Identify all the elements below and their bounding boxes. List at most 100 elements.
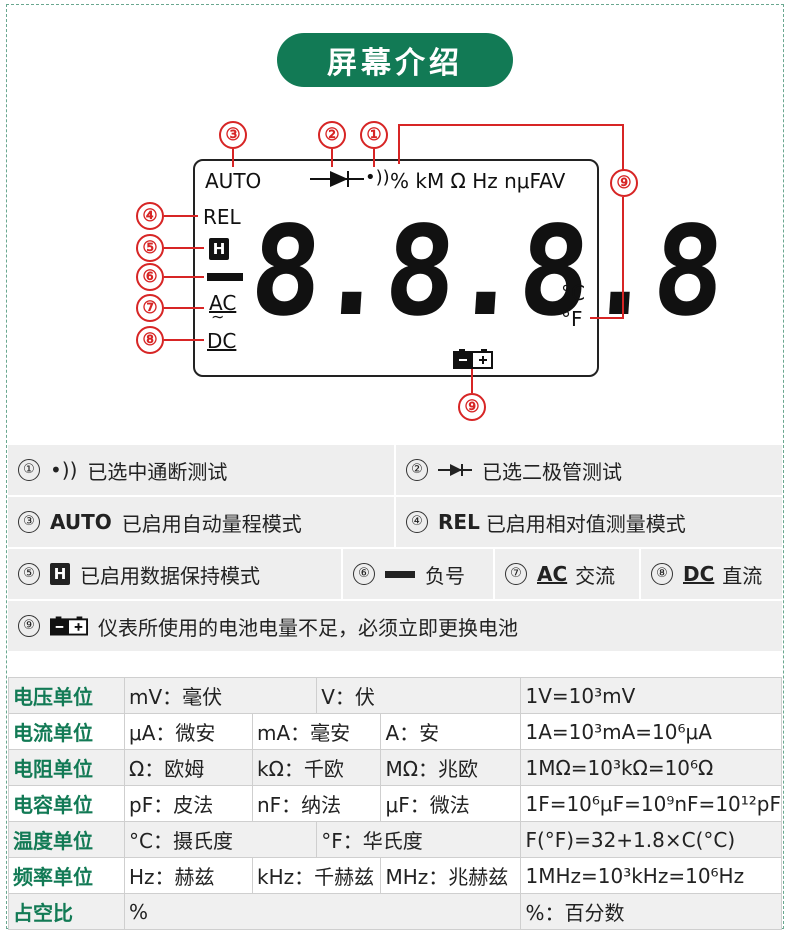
unit-cell: Ω：欧姆 <box>124 749 253 786</box>
legend-row: ⑨ 仪表所使用的电池电量不足，必须立即更换电池 <box>8 601 782 651</box>
minus-bar-icon <box>385 570 415 578</box>
unit-formula: 1MHz=10³kHz=10⁶Hz <box>520 857 782 894</box>
unit-cell: pF：皮法 <box>124 785 253 822</box>
callout-1: ① <box>360 121 388 149</box>
legend-number: ⑧ <box>651 563 673 585</box>
lcd-celsius: °C <box>561 281 585 305</box>
legend-row: ③ AUTO 已启用自动量程模式 ④ REL 已启用相对值测量模式 <box>8 497 782 547</box>
unit-cell: mV：毫伏 <box>123 677 318 714</box>
unit-cell: °F：华氏度 <box>316 821 522 858</box>
callout-2: ② <box>318 121 346 149</box>
hold-h-icon: H <box>50 563 70 585</box>
legend-number: ① <box>18 459 40 481</box>
legend-number: ⑤ <box>18 563 40 585</box>
legend-text: 已选二极管测试 <box>482 459 622 484</box>
leader-line-6 <box>164 276 204 278</box>
ac-wave-icon: ∼ <box>211 307 225 326</box>
unit-cell: % <box>123 893 522 930</box>
callout-3: ③ <box>219 121 247 149</box>
legend-text: 负号 <box>425 563 465 588</box>
table-row: 电容单位 pF：皮法 nF：纳法 μF：微法 1F=10⁶μF=10⁹nF=10… <box>8 785 782 822</box>
legend-auto: ③ AUTO 已启用自动量程模式 <box>8 497 394 547</box>
table-row: 电流单位 μA：微安 mA：毫安 A：安 1A=10³mA=10⁶μA <box>8 713 782 750</box>
unit-cell: Hz：赫兹 <box>124 857 253 894</box>
leader-line-8 <box>164 339 204 341</box>
unit-cell: MΩ：兆欧 <box>380 749 522 786</box>
diode-icon <box>310 169 364 194</box>
legend-number: ⑦ <box>505 563 527 585</box>
leader-line-4 <box>164 215 198 217</box>
unit-cell: μF：微法 <box>380 785 522 822</box>
leader-line-9c <box>622 124 624 170</box>
lcd-ac: AC <box>209 291 237 315</box>
callout-9-bottom: ⑨ <box>458 393 486 421</box>
lcd-fahrenheit: °F <box>561 307 583 331</box>
legend-number: ⑨ <box>18 615 40 637</box>
unit-formula: %：百分数 <box>520 893 782 930</box>
unit-head: 占空比 <box>8 893 125 930</box>
legend-keyword: DC <box>683 562 715 586</box>
legend-keyword: AUTO <box>50 510 112 534</box>
table-row: 占空比 % %：百分数 <box>8 893 782 930</box>
lcd-top-units: % kM Ω Hz nμFAV <box>390 169 566 193</box>
unit-cell: kΩ：千欧 <box>251 749 382 786</box>
legend-row: ⑤ H 已启用数据保持模式 ⑥ 负号 ⑦ AC 交流 ⑧ DC 直流 <box>8 549 782 599</box>
legend-text: 已启用自动量程模式 <box>121 511 302 536</box>
lcd-rel: REL <box>203 205 241 229</box>
unit-formula: 1MΩ=10³kΩ=10⁶Ω <box>520 749 782 786</box>
legend-number: ② <box>406 459 428 481</box>
leader-line-9a <box>398 124 400 164</box>
battery-icon <box>50 616 88 636</box>
unit-cell: μA：微安 <box>124 713 253 750</box>
leader-line-7 <box>164 307 204 309</box>
legend-minus: ⑥ 负号 <box>343 549 493 599</box>
leader-line-3 <box>232 149 234 167</box>
leader-line-5 <box>164 247 204 249</box>
callout-4: ④ <box>136 202 164 230</box>
continuity-beep-icon: •)) <box>365 167 390 188</box>
legend-text: 已选中通断测试 <box>87 459 228 484</box>
unit-formula: 1A=10³mA=10⁶μA <box>520 713 782 750</box>
legend-continuity: ① •)) 已选中通断测试 <box>8 445 394 495</box>
table-row: 电阻单位 Ω：欧姆 kΩ：千欧 MΩ：兆欧 1MΩ=10³kΩ=10⁶Ω <box>8 749 782 786</box>
leader-line-9d <box>622 197 624 319</box>
units-table: 电压单位 mV：毫伏 V：伏 1V=10³mV 电流单位 μA：微安 mA：毫安… <box>8 677 782 930</box>
leader-line-9e <box>590 317 624 319</box>
legend-text: 已启用数据保持模式 <box>80 563 260 588</box>
diode-icon <box>438 458 472 482</box>
unit-head: 电阻单位 <box>8 749 125 786</box>
unit-cell: V：伏 <box>316 677 522 714</box>
lcd-hold-h: H <box>209 238 229 260</box>
legend-hold: ⑤ H 已启用数据保持模式 <box>8 549 341 599</box>
legend-number: ④ <box>406 511 428 533</box>
unit-formula: F(°F)=32+1.8×C(°C) <box>520 821 782 858</box>
table-row: 温度单位 °C：摄氏度 °F：华氏度 F(°F)=32+1.8×C(°C) <box>8 821 782 858</box>
legend-row: ① •)) 已选中通断测试 ② 已选二极管测试 <box>8 445 782 495</box>
legend-keyword: REL <box>438 510 480 534</box>
legend-rel: ④ REL 已启用相对值测量模式 <box>396 497 782 547</box>
callout-8: ⑧ <box>136 326 164 354</box>
battery-icon <box>453 349 493 369</box>
unit-formula: 1V=10³mV <box>520 677 782 714</box>
unit-head: 电容单位 <box>8 785 125 822</box>
legend-dc: ⑧ DC 直流 <box>641 549 782 599</box>
unit-head: 温度单位 <box>8 821 125 858</box>
callout-7: ⑦ <box>136 294 164 322</box>
legend-table: ① •)) 已选中通断测试 ② 已选二极管测试 ③ AUTO 已启用自动量程模式… <box>8 445 782 653</box>
legend-text: 已启用相对值测量模式 <box>485 511 686 536</box>
lcd-dc: DC <box>207 329 237 353</box>
unit-formula: 1F=10⁶μF=10⁹nF=10¹²pF <box>520 785 782 822</box>
unit-cell: °C：摄氏度 <box>123 821 318 858</box>
continuity-beep-icon: •)) <box>50 458 78 482</box>
legend-number: ③ <box>18 511 40 533</box>
legend-number: ⑥ <box>353 563 375 585</box>
lcd-digits: 8.8.8.8 <box>246 198 725 344</box>
legend-keyword: AC <box>537 562 568 586</box>
leader-line-1 <box>373 149 375 167</box>
callout-5: ⑤ <box>136 234 164 262</box>
unit-cell: mA：毫安 <box>251 713 382 750</box>
legend-text: 交流 <box>575 563 616 588</box>
leader-line-9b <box>398 124 624 126</box>
legend-battery: ⑨ 仪表所使用的电池电量不足，必须立即更换电池 <box>8 601 782 651</box>
callout-9-top: ⑨ <box>610 169 638 197</box>
